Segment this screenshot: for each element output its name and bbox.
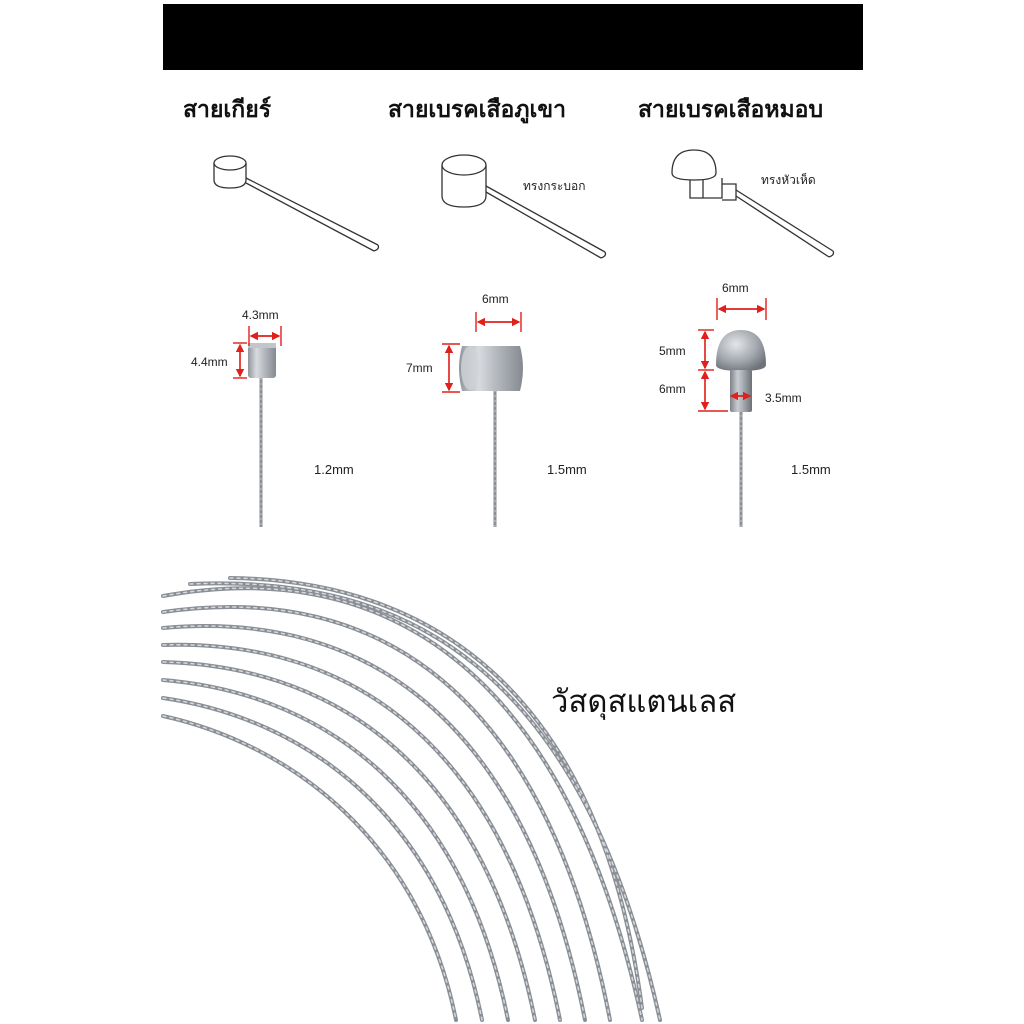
road-neck-width: 3.5mm [765,391,802,405]
road-wire-diameter: 1.5mm [791,462,831,477]
gear-cable-title: สายเกียร์ [183,97,272,123]
mtb-wire-diameter: 1.5mm [547,462,587,477]
road-cable-photo [716,330,766,527]
gear-head-height: 4.4mm [191,355,228,369]
black-header-bar [163,4,863,70]
mushroom-shape-label: ทรงหัวเห็ด [761,173,816,187]
cylinder-shape-label: ทรงกระบอก [523,179,586,193]
dimension-marks [233,298,767,412]
road-head-width: 6mm [722,281,749,295]
gear-head-width: 4.3mm [242,308,279,322]
road-cable-line-drawing [671,149,835,258]
coiled-stainless-cable [161,576,662,1022]
material-label: วัสดุสแตนเลส [551,684,737,720]
road-neck-height: 6mm [659,382,686,396]
gear-cable-photo [248,343,276,527]
gear-wire-diameter: 1.2mm [314,462,354,477]
mtb-head-height: 7mm [406,361,433,375]
road-head-height: 5mm [659,344,686,358]
mtb-brake-cable-title: สายเบรคเสือภูเขา [388,97,567,123]
gear-cable-line-drawing [213,155,380,252]
mtb-cable-photo [459,346,523,527]
road-brake-cable-title: สายเบรคเสือหมอบ [638,97,824,123]
mtb-cable-line-drawing [441,154,607,259]
mtb-head-width: 6mm [482,292,509,306]
